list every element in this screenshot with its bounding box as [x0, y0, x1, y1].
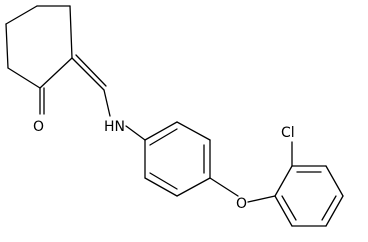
bond — [325, 195, 344, 227]
exocyclic-double-bond — [71, 54, 107, 91]
carbonyl-double-bond — [39, 87, 45, 115]
bond — [325, 165, 344, 197]
bond — [281, 195, 297, 221]
bond — [144, 177, 178, 197]
cyclohexanone-ring — [5, 5, 73, 89]
bond — [103, 89, 111, 117]
bond — [247, 195, 276, 203]
atom-label-oxygen-ether: O — [236, 196, 247, 212]
bond — [274, 165, 293, 197]
bond — [149, 172, 178, 190]
bond — [176, 121, 211, 141]
bond — [5, 23, 9, 69]
phenylene-ring — [144, 121, 211, 197]
bond — [125, 125, 146, 141]
bond — [75, 54, 107, 87]
atom-label-nitrogen-amine: HN — [104, 119, 125, 135]
bond — [144, 121, 178, 141]
bond — [274, 195, 293, 227]
bond — [7, 67, 41, 89]
bond — [69, 5, 73, 59]
bond — [176, 177, 211, 197]
bond — [321, 195, 337, 221]
atom-label-oxygen-ketone: O — [33, 119, 44, 135]
bond — [71, 57, 105, 91]
bond — [149, 128, 178, 146]
atom-label-chlorine: Cl — [281, 125, 295, 141]
bond — [5, 5, 38, 25]
bond — [209, 177, 239, 197]
chlorophenyl-ring — [274, 165, 344, 227]
bond — [39, 57, 73, 89]
